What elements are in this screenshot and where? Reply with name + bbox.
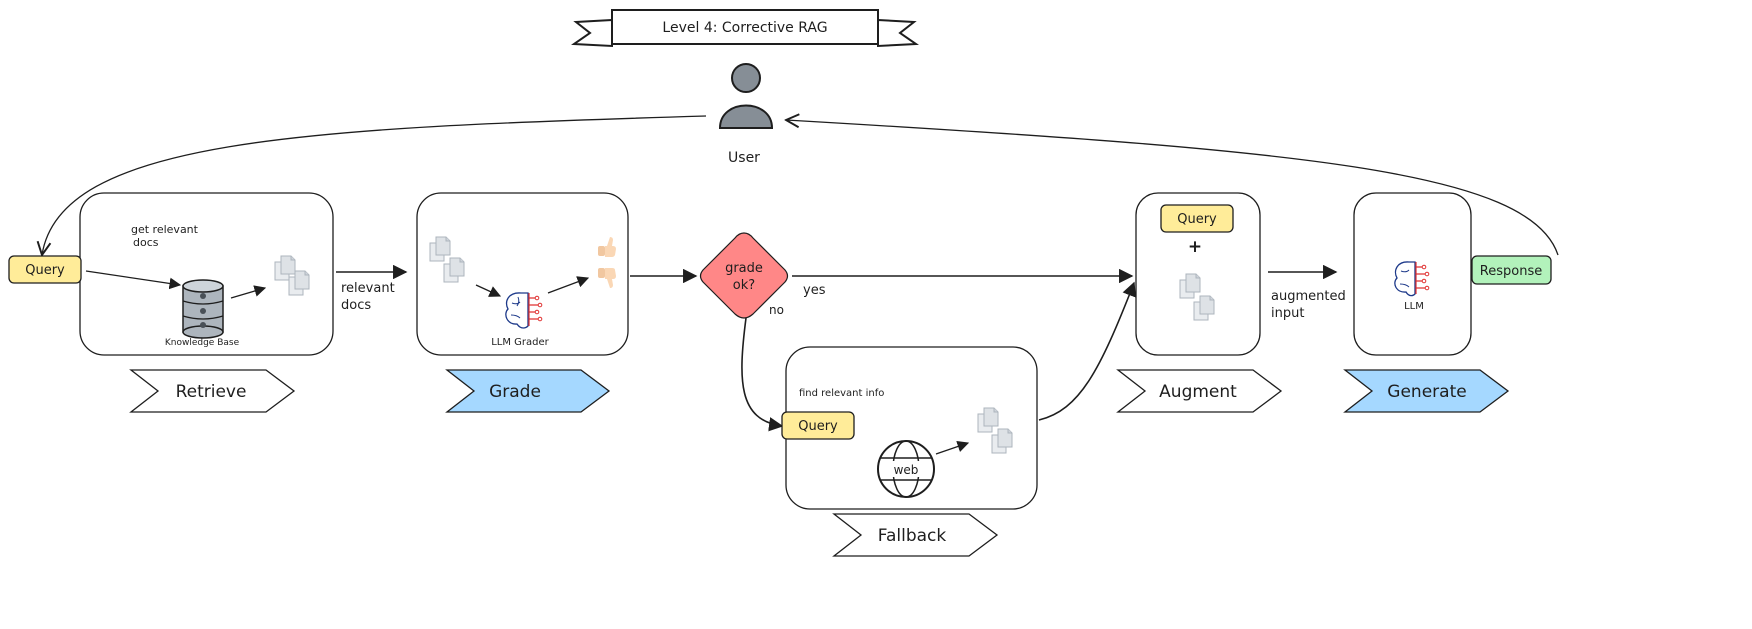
- llm-brain-icon: [1394, 261, 1430, 297]
- augmented-input-label-line1: augmented: [1271, 289, 1346, 304]
- stage-generate: Generate: [1343, 369, 1510, 413]
- query-chip: Query: [1160, 204, 1234, 233]
- decision-diamond: grade ok?: [699, 232, 789, 319]
- relevant-docs-label-line2: docs: [341, 298, 371, 313]
- svg-text:Response: Response: [1480, 264, 1542, 279]
- user-label: User: [728, 150, 760, 166]
- stage-grade: Grade: [445, 369, 611, 413]
- stage-fallback: Fallback: [832, 513, 999, 557]
- svg-text:Query: Query: [798, 419, 838, 434]
- svg-text:ok?: ok?: [733, 278, 755, 293]
- llm-grader-label: LLM Grader: [491, 337, 549, 348]
- svg-text:grade: grade: [725, 261, 763, 276]
- query-chip: Query: [781, 411, 855, 440]
- response-to-user-edge: [786, 120, 1559, 256]
- database-label: Knowledge Base: [165, 338, 240, 348]
- thumbs-up-icon: [598, 237, 616, 257]
- grade-box: [416, 192, 629, 356]
- svg-text:Grade: Grade: [489, 382, 541, 402]
- yes-label: yes: [803, 283, 826, 298]
- llm-label: LLM: [1404, 301, 1424, 312]
- svg-text:Fallback: Fallback: [878, 526, 947, 546]
- svg-text:Augment: Augment: [1159, 382, 1237, 402]
- stage-retrieve: Retrieve: [129, 369, 296, 413]
- fallback-note: find relevant info: [799, 388, 884, 399]
- retrieve-note-line2: docs: [133, 236, 159, 249]
- no-label: no: [769, 303, 784, 317]
- database-icon: [182, 279, 224, 339]
- user-icon: [718, 63, 774, 129]
- svg-text:Query: Query: [1177, 212, 1217, 227]
- svg-text:Query: Query: [25, 263, 65, 278]
- query-chip: Query: [8, 255, 82, 284]
- thumbs-down-icon: [598, 268, 616, 288]
- augmented-input-label-line2: input: [1271, 306, 1304, 321]
- relevant-docs-label-line1: relevant: [341, 281, 395, 296]
- user-to-query-edge: [42, 115, 707, 255]
- title-banner: Level 4: Corrective RAG: [571, 9, 919, 48]
- retrieve-note-line1: get relevant: [131, 223, 199, 236]
- plus-sign: +: [1188, 237, 1202, 257]
- globe-icon: web: [877, 440, 935, 498]
- stage-augment: Augment: [1116, 369, 1283, 413]
- svg-text:Retrieve: Retrieve: [176, 382, 247, 402]
- svg-text:web: web: [894, 463, 919, 477]
- generate-box: [1353, 192, 1472, 356]
- svg-text:Generate: Generate: [1387, 382, 1466, 402]
- brain-icon: [505, 292, 543, 329]
- response-chip: Response: [1471, 255, 1552, 285]
- banner-title: Level 4: Corrective RAG: [662, 20, 827, 36]
- augment-box: [1135, 192, 1261, 356]
